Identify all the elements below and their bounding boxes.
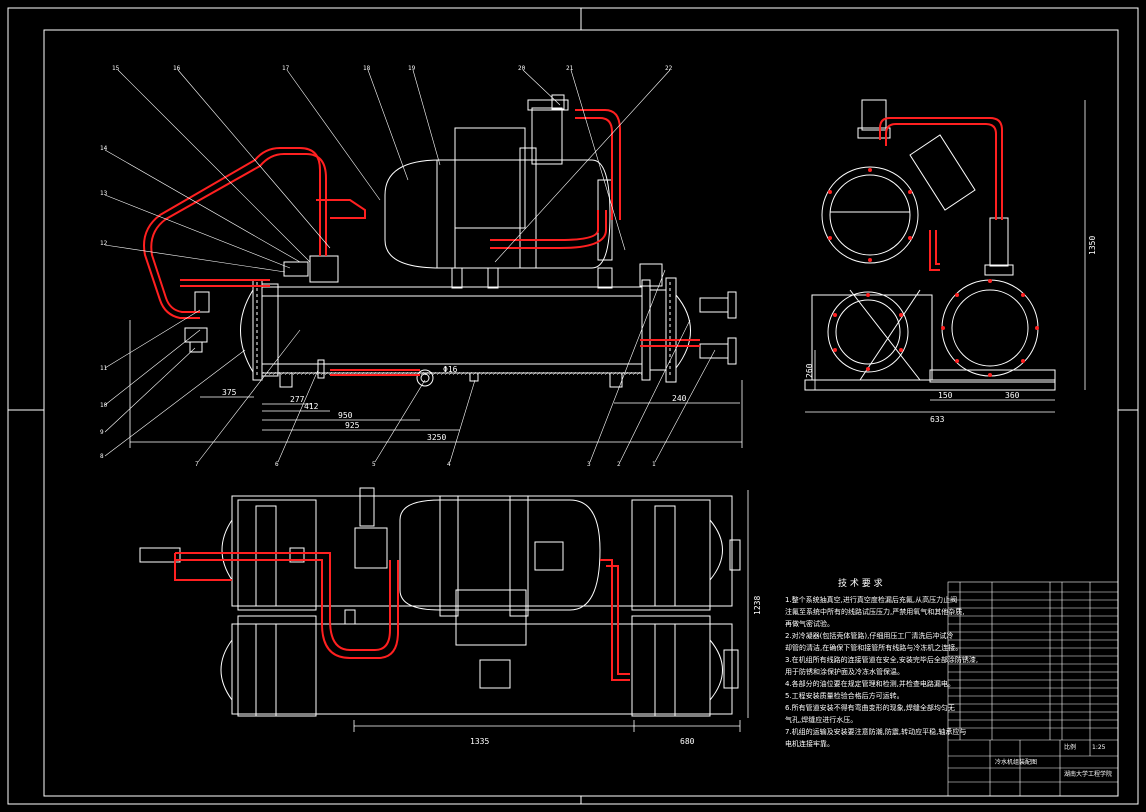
svg-text:1: 1 <box>652 461 656 468</box>
note-line-8: 4.各部分的油位要在规定管理和检测,并检查电路漏电。 <box>785 679 955 688</box>
note-line-11: 气孔,焊缝应进行水压。 <box>785 715 857 724</box>
dim-950: 950 <box>338 411 353 420</box>
note-line-3: 再做气密试验。 <box>785 619 834 628</box>
outer-border <box>7 7 1139 805</box>
svg-text:15: 15 <box>112 65 120 72</box>
svg-text:2: 2 <box>617 461 621 468</box>
dim-925: 925 <box>345 421 360 430</box>
front-view-dimensions <box>129 320 743 448</box>
scale-value: 1:25 <box>1092 744 1106 751</box>
svg-text:10: 10 <box>100 402 108 409</box>
dim-150: 150 <box>938 391 953 400</box>
center-marks <box>8 8 1138 804</box>
side-view-pipes <box>879 117 1003 271</box>
svg-text:3: 3 <box>587 461 591 468</box>
svg-text:5: 5 <box>372 461 376 468</box>
svg-text:21: 21 <box>566 65 574 72</box>
note-line-13: 电机连接牢靠。 <box>785 739 834 748</box>
note-line-12: 7.机组的运输及安装要注意防潮,防震,转动应平稳,轴承应与 <box>785 727 966 736</box>
top-view-dimensions <box>353 490 749 732</box>
top-view-pipes <box>174 552 630 681</box>
note-line-2: 注氟至系统中所有的线路试压压力,严禁用氧气和其他杂质, <box>785 607 964 616</box>
svg-text:4: 4 <box>447 461 451 468</box>
svg-text:22: 22 <box>665 65 673 72</box>
top-view-dim-text: 1335 680 1238 <box>470 596 762 746</box>
note-line-1: 1.整个系统抽真空,进行真空度检漏后充氟,从高压力止阀 <box>785 595 957 604</box>
dim-360: 360 <box>1005 391 1020 400</box>
inner-border <box>43 29 1119 797</box>
dim-633: 633 <box>930 415 945 424</box>
dim-680: 680 <box>680 737 695 746</box>
dim-412: 412 <box>304 402 319 411</box>
note-line-6: 3.在机组所有线路的连接管道在安全,安装完毕后全部涂防锈漆, <box>785 655 978 664</box>
top-view <box>139 487 741 717</box>
svg-text:8: 8 <box>100 453 104 460</box>
dim-1350: 1350 <box>1088 236 1097 255</box>
dim-240: 240 <box>672 394 687 403</box>
leader-lines <box>104 69 716 463</box>
dim-1238: 1238 <box>753 596 762 615</box>
svg-text:11: 11 <box>100 365 108 372</box>
dim-phi16: Φ16 <box>443 365 458 374</box>
svg-text:14: 14 <box>100 145 108 152</box>
side-view-dimensions <box>805 100 1086 413</box>
technical-notes: 技 术 要 求 1.整个系统抽真空,进行真空度检漏后充氟,从高压力止阀 注氟至系… <box>785 577 978 748</box>
svg-text:16: 16 <box>173 65 181 72</box>
school-name: 湖南大学工程学院 <box>1064 770 1112 778</box>
dim-3250: 3250 <box>427 433 446 442</box>
svg-text:17: 17 <box>282 65 290 72</box>
note-line-10: 6.所有管道安装不得有弯曲变形的现象,焊缝全部均匀无 <box>785 703 955 712</box>
parts-list <box>947 581 1119 797</box>
scale-label: 比例 <box>1064 743 1076 751</box>
svg-text:6: 6 <box>275 461 279 468</box>
front-view-dim-text: 375 277 412 950 925 3250 240 Φ16 <box>222 365 687 442</box>
svg-text:13: 13 <box>100 190 108 197</box>
svg-text:7: 7 <box>195 461 199 468</box>
svg-text:18: 18 <box>363 65 371 72</box>
title-block: 冷水机组装配图 湖南大学工程学院 比例 1:25 <box>995 743 1112 778</box>
note-line-9: 5.工程安装质量检验合格后方可运转。 <box>785 691 904 700</box>
dim-375: 375 <box>222 388 237 397</box>
note-line-5: 却管的清洁,在确保下管和接管所有线路与冷冻机之连接。 <box>785 643 962 652</box>
notes-title: 技 术 要 求 <box>838 577 883 589</box>
front-view <box>184 94 737 388</box>
side-view-bolts <box>828 168 1039 377</box>
note-line-4: 2.对冷凝器(包括壳体管路),仔细用压工厂清洗后冲试冷 <box>785 631 953 640</box>
side-view-dim-text: 150 360 633 1350 260 <box>805 236 1097 424</box>
dim-1335: 1335 <box>470 737 489 746</box>
svg-text:19: 19 <box>408 65 416 72</box>
svg-text:9: 9 <box>100 429 104 436</box>
note-line-7: 用于防锈和涂保护面及冷冻水管保温。 <box>785 667 904 676</box>
dim-277: 277 <box>290 395 305 404</box>
drawing-title: 冷水机组装配图 <box>995 758 1037 766</box>
front-view-pipes <box>143 109 700 376</box>
dim-260: 260 <box>805 363 814 378</box>
svg-text:12: 12 <box>100 240 108 247</box>
svg-text:20: 20 <box>518 65 526 72</box>
